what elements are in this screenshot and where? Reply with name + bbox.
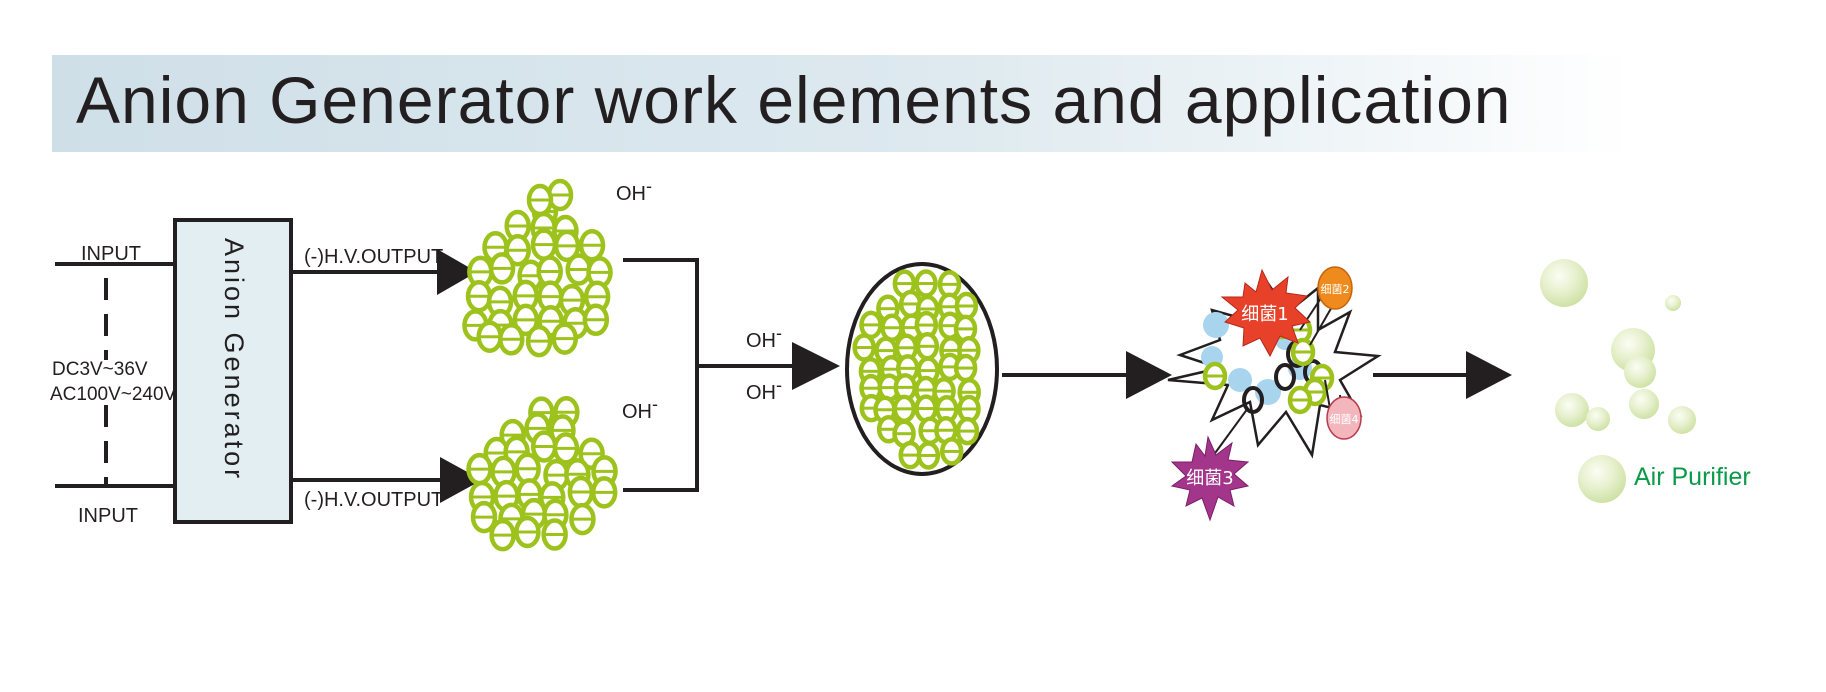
ion-particle bbox=[465, 279, 493, 313]
bacteria-1-shape bbox=[1220, 268, 1312, 358]
bacteria-3-label: 细菌3 bbox=[1186, 468, 1233, 489]
input-bottom-label: INPUT bbox=[78, 505, 138, 527]
ion-particle bbox=[488, 252, 516, 285]
ion-particle bbox=[880, 313, 904, 343]
bacteria-2-label: 细菌2 bbox=[1321, 283, 1350, 296]
ion-particle bbox=[553, 229, 581, 263]
output-bottom-label: (-)H.V.OUTPUT bbox=[304, 489, 443, 511]
generator-label: Anion Generator bbox=[219, 238, 249, 481]
ion-particle bbox=[892, 394, 917, 424]
bacteria-3-shape bbox=[1170, 435, 1250, 522]
fresh-air-bubbles bbox=[1540, 259, 1696, 503]
ion-particle bbox=[525, 324, 553, 358]
output-top-label: (-)H.V.OUTPUT bbox=[304, 246, 443, 268]
ion-particle bbox=[939, 437, 964, 466]
ion-particle bbox=[955, 416, 980, 446]
ion-particle bbox=[1287, 385, 1313, 415]
ion-particle bbox=[953, 353, 978, 383]
ion-particle bbox=[915, 332, 940, 361]
result-label: Air Purifier bbox=[1634, 463, 1751, 491]
ion-particle bbox=[1290, 337, 1316, 367]
input-wiring bbox=[55, 262, 173, 488]
oh-label-bottom: OH- bbox=[622, 394, 658, 423]
voltage-dc-label: DC3V~36V bbox=[52, 359, 148, 380]
generator-box bbox=[173, 218, 293, 524]
ion-particle bbox=[541, 518, 568, 551]
ion-particle bbox=[916, 441, 941, 470]
ion-particle bbox=[852, 333, 876, 362]
ion-particle bbox=[530, 430, 558, 463]
ion-particle bbox=[526, 183, 554, 217]
input-top-label: INPUT bbox=[81, 243, 141, 265]
ion-cluster-bottom bbox=[466, 396, 618, 552]
ion-particle bbox=[552, 432, 580, 465]
oh-label-merge-bottom: OH- bbox=[746, 375, 782, 404]
ion-particle bbox=[466, 452, 493, 486]
bacteria-4-label: 细菌4 bbox=[1330, 413, 1359, 426]
ion-particle bbox=[470, 500, 498, 534]
oh-label-merge-top: OH- bbox=[746, 323, 782, 352]
ion-particle bbox=[551, 322, 578, 355]
ion-particle bbox=[914, 269, 938, 298]
arrow-to-bacteria-head bbox=[1126, 351, 1172, 399]
ion-particle bbox=[892, 269, 917, 298]
bacteria-2-shape bbox=[1317, 266, 1353, 310]
ion-particle bbox=[489, 518, 516, 552]
output-bottom-arrowhead bbox=[440, 457, 482, 503]
oh-label-top: OH- bbox=[616, 176, 652, 205]
ion-particle bbox=[476, 320, 503, 353]
ion-particle bbox=[1202, 361, 1228, 391]
ion-particle bbox=[530, 228, 558, 261]
output-top-arrowhead bbox=[437, 249, 477, 295]
ion-particle bbox=[859, 310, 883, 340]
merge-arrowhead bbox=[792, 342, 840, 390]
bacteria-1-label: 细菌1 bbox=[1241, 304, 1288, 325]
blue-spots bbox=[1201, 312, 1312, 405]
ion-particle bbox=[954, 291, 979, 321]
ion-particle bbox=[590, 476, 618, 509]
arrow-to-result-head bbox=[1466, 351, 1512, 399]
ion-particle bbox=[582, 303, 610, 337]
ion-cluster-merged bbox=[852, 269, 981, 470]
ion-particle bbox=[512, 303, 540, 337]
ion-particle bbox=[569, 502, 596, 536]
ion-particle bbox=[504, 234, 531, 267]
ion-particle bbox=[565, 253, 592, 286]
ion-particle bbox=[498, 323, 525, 356]
ion-particle bbox=[514, 515, 541, 549]
bacteria-explosion: 细菌1 细菌2 细菌4 细菌3 bbox=[1167, 266, 1382, 522]
ion-cluster-top bbox=[462, 178, 613, 358]
voltage-ac-label: AC100V~240V bbox=[50, 384, 177, 405]
page-title: Anion Generator work elements and applic… bbox=[76, 63, 1512, 137]
output-lines bbox=[291, 270, 448, 482]
ion-particle bbox=[512, 279, 539, 313]
bacteria-4-shape bbox=[1326, 396, 1362, 440]
merge-bracket bbox=[623, 258, 800, 492]
title-banner bbox=[52, 55, 1632, 152]
ion-particle bbox=[567, 475, 595, 509]
